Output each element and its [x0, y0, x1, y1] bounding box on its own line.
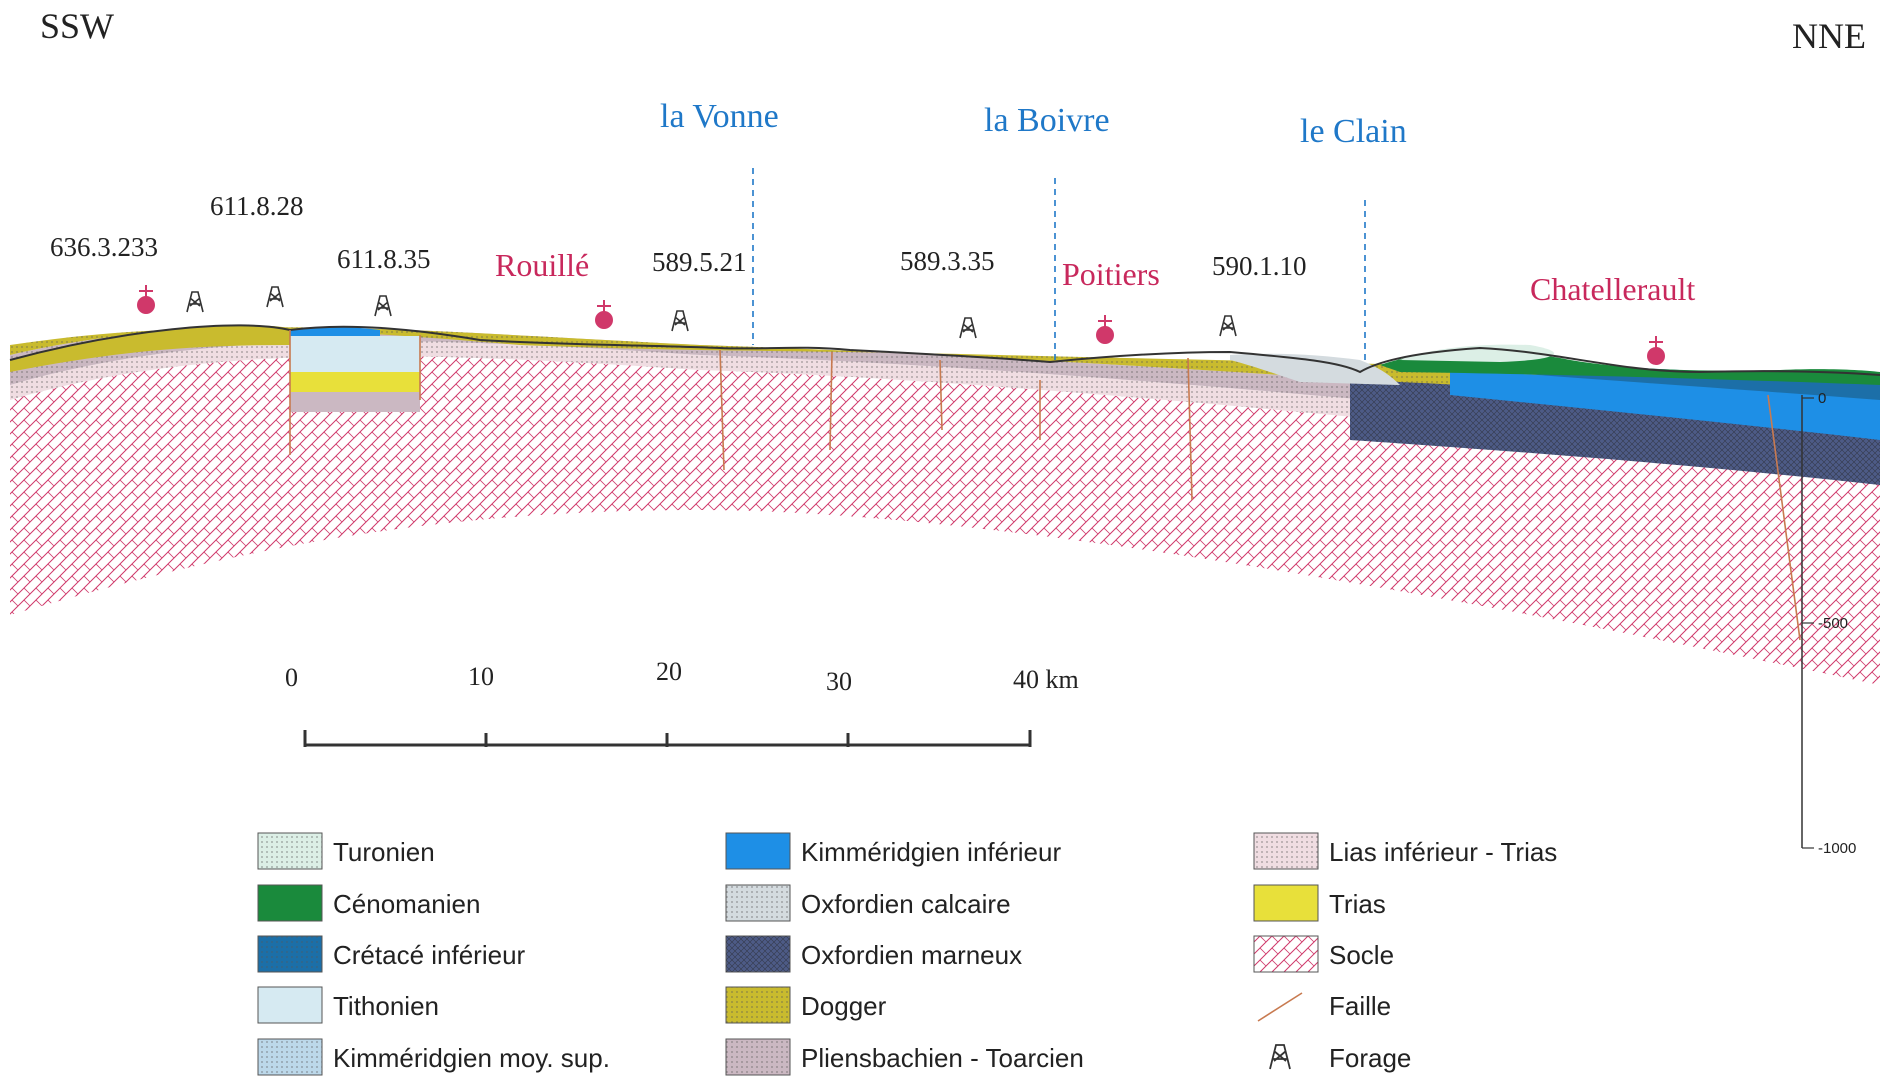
- legend-label: Trias: [1329, 889, 1386, 919]
- town-marker-icon: [595, 300, 613, 329]
- fault-line-icon: [1257, 992, 1303, 1022]
- layer-oxfordien-calcaire: [1230, 353, 1400, 385]
- derrick-icon: [374, 295, 392, 317]
- legend-swatch-texture: [726, 936, 790, 972]
- scale-tick-label: 40 km: [1013, 665, 1079, 694]
- legend-swatch: [725, 832, 791, 870]
- legend-item: Turonien: [257, 832, 435, 870]
- legend-label: Forage: [1329, 1043, 1411, 1073]
- legend-item: Socle: [1253, 935, 1394, 973]
- legend-swatch-texture: [726, 1039, 790, 1075]
- derrick-icon: [1269, 1044, 1291, 1070]
- scale-tick-label: 10: [468, 662, 494, 691]
- town-marker-icon: [1096, 315, 1114, 344]
- well-label: 611.8.28: [210, 191, 304, 221]
- legend-label: Socle: [1329, 940, 1394, 970]
- legend-item: Kimméridgien moy. sup.: [257, 1038, 610, 1076]
- direction-label-nne: NNE: [1792, 16, 1866, 56]
- legend-swatch-texture: [258, 833, 322, 869]
- derrick-icon: [1219, 315, 1237, 337]
- legend-swatch-texture: [258, 1039, 322, 1075]
- scale-tick-label: 0: [285, 663, 298, 692]
- layer-dogger-west-cap: [10, 325, 290, 372]
- faults: [289, 330, 1801, 641]
- river-label-boivre: la Boivre: [984, 102, 1110, 139]
- legend-swatch: [257, 884, 323, 922]
- town-label-chatellerault: Chatellerault: [1530, 271, 1695, 307]
- legend-swatch: [1253, 884, 1319, 922]
- legend-label: Pliensbachien - Toarcien: [801, 1043, 1084, 1073]
- legend-item: Crétacé inférieur: [257, 935, 526, 973]
- legend-swatch-texture: [258, 936, 322, 972]
- town-marker-icon: [1647, 336, 1665, 365]
- legend-swatch: [257, 986, 323, 1024]
- legend-item: Cénomanien: [257, 884, 480, 922]
- legend-label: Oxfordien marneux: [801, 940, 1022, 970]
- well-label: 611.8.35: [337, 244, 431, 274]
- legend-item: Lias inférieur - Trias: [1253, 832, 1557, 870]
- town-marker-icons: [137, 285, 1665, 365]
- scale-tick-label: 30: [826, 667, 852, 696]
- legend-item: Trias: [1253, 884, 1386, 922]
- legend-item: Forage: [1269, 1043, 1411, 1073]
- river-label-vonne: la Vonne: [660, 98, 779, 135]
- legend-swatch-texture: [726, 987, 790, 1023]
- legend-label: Kimméridgien inférieur: [801, 837, 1061, 867]
- direction-label-ssw: SSW: [40, 6, 114, 46]
- legend-swatch-texture: [1254, 833, 1318, 869]
- legend-swatch: [1253, 935, 1319, 973]
- legend-label: Crétacé inférieur: [333, 940, 526, 970]
- derrick-icon: [186, 291, 204, 313]
- legend-label: Tithonien: [333, 991, 439, 1021]
- well-label: 636.3.233: [50, 232, 158, 262]
- legend-item: Tithonien: [257, 986, 439, 1024]
- legend-label: Lias inférieur - Trias: [1329, 837, 1557, 867]
- legend-item: Faille: [1257, 991, 1391, 1022]
- derrick-icon: [671, 310, 689, 332]
- scale-bar: 0 10 20 30 40 km: [285, 657, 1079, 747]
- well-label: 589.5.21: [652, 247, 747, 277]
- layer-turonien: [1400, 344, 1554, 362]
- depth-tick-label: -1000: [1818, 840, 1856, 857]
- legend-item: Pliensbachien - Toarcien: [725, 1038, 1084, 1076]
- derrick-icon: [266, 286, 284, 308]
- legend-label: Turonien: [333, 837, 435, 867]
- derrick-icons: [186, 286, 1237, 339]
- legend-label: Kimméridgien moy. sup.: [333, 1043, 610, 1073]
- town-marker-icon: [137, 285, 155, 314]
- river-label-clain: le Clain: [1300, 113, 1407, 150]
- depth-axis: 0 -500 -1000: [1801, 390, 1856, 857]
- legend-item: Kimméridgien inférieur: [725, 832, 1061, 870]
- scale-tick-label: 20: [656, 657, 682, 686]
- legend-swatch-texture: [726, 885, 790, 921]
- legend-item: Oxfordien calcaire: [725, 884, 1011, 922]
- town-label-poitiers: Poitiers: [1062, 256, 1160, 292]
- well-label: 590.1.10: [1212, 251, 1307, 281]
- legend-label: Dogger: [801, 991, 887, 1021]
- layer-tithonien-west: [290, 336, 420, 372]
- depth-tick-label: 0: [1818, 390, 1826, 407]
- well-label: 589.3.35: [900, 246, 995, 276]
- cross-section-layers: [9, 324, 1880, 685]
- legend-item: Oxfordien marneux: [725, 935, 1022, 973]
- derrick-icon: [959, 317, 977, 339]
- legend-label: Oxfordien calcaire: [801, 889, 1011, 919]
- legend-label: Faille: [1329, 991, 1391, 1021]
- layer-kimmeridgien-west: [290, 327, 380, 336]
- legend-item: Dogger: [725, 986, 887, 1024]
- depth-tick-label: -500: [1818, 615, 1848, 632]
- town-label-rouille: Rouillé: [495, 247, 589, 283]
- legend-label: Cénomanien: [333, 889, 480, 919]
- river-lines: [752, 168, 1366, 365]
- topography-line: [9, 324, 1880, 376]
- layer-kimmeridgien-inferieur: [1450, 370, 1880, 440]
